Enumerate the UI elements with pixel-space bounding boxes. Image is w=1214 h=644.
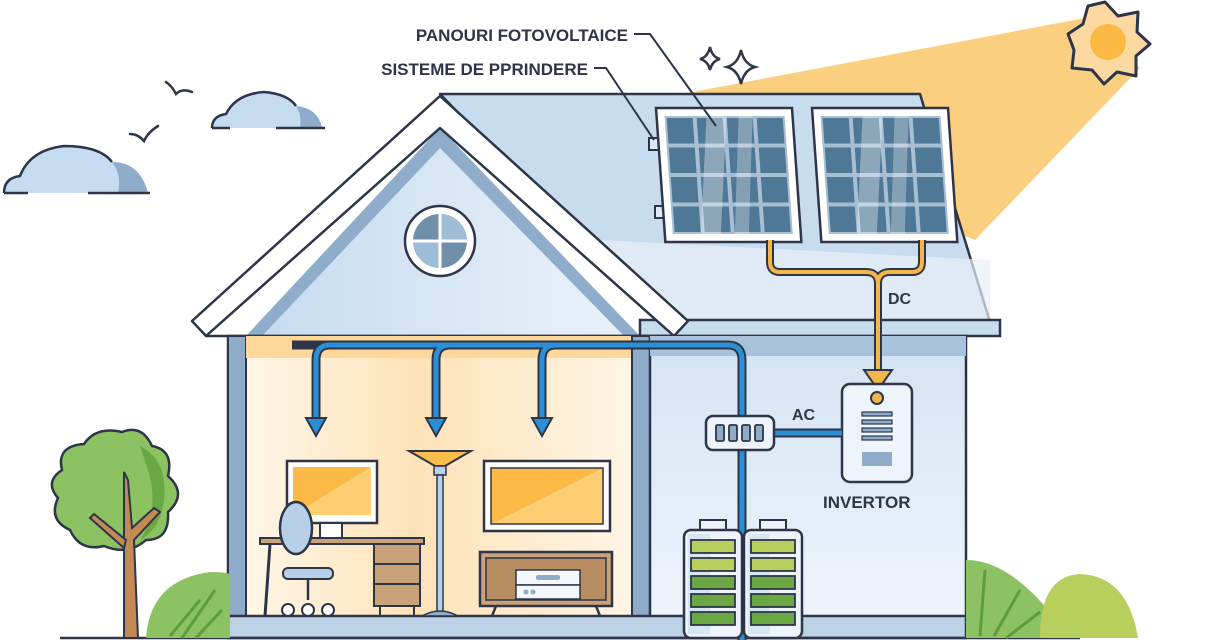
ac-arrow-icon — [304, 417, 328, 439]
battery-icon — [742, 519, 804, 640]
panel-cell — [760, 177, 789, 203]
ac-wiring — [292, 340, 842, 640]
panel-cell — [726, 118, 755, 144]
ac-arrow-icon — [424, 417, 448, 439]
battery-cell — [690, 593, 736, 608]
panel-cell — [672, 206, 701, 232]
mounting-systems-label: SISTEME DE PPRINDERE — [381, 60, 588, 79]
panel-cell — [858, 206, 887, 232]
panel-cell — [700, 177, 729, 203]
battery-cell — [750, 575, 796, 590]
batteries — [682, 519, 804, 640]
battery-cell — [690, 575, 736, 590]
ac-label: AC — [792, 407, 816, 424]
panel-cell — [670, 177, 699, 203]
round-window — [403, 204, 477, 278]
bird-icon — [164, 80, 194, 97]
breaker-switch — [741, 424, 751, 442]
wall-tv — [482, 459, 612, 533]
panel-cell — [728, 147, 757, 173]
panel-cell — [916, 177, 945, 203]
tree-icon — [50, 428, 180, 639]
breaker-switch — [715, 424, 725, 442]
panel-cell — [732, 206, 761, 232]
panel-cell — [758, 147, 787, 173]
office-chair — [278, 500, 335, 617]
cloud-icon — [210, 90, 325, 130]
dc-label: DC — [888, 291, 912, 308]
panel-cell — [698, 147, 727, 173]
gable-trim — [190, 94, 690, 338]
solar-panels — [654, 106, 959, 244]
panel-cell — [828, 206, 857, 232]
panel-cell — [884, 147, 913, 173]
dc-arrow-icon — [862, 369, 894, 392]
battery-cell — [750, 557, 796, 572]
panel-cell — [822, 118, 851, 144]
breaker-switch — [754, 424, 764, 442]
battery-cell — [690, 611, 736, 626]
floor-lamp — [405, 450, 475, 617]
distribution-box — [704, 414, 776, 452]
panel-cell — [756, 118, 785, 144]
cloud-icon — [2, 144, 150, 195]
desk — [259, 537, 425, 617]
solar-panel — [654, 106, 803, 244]
pv-panels-label: PANOURI FOTOVOLTAICE — [416, 26, 628, 45]
panel-cell — [912, 118, 941, 144]
tv-console — [478, 550, 614, 617]
panel-cell — [888, 206, 917, 232]
panel-cell — [824, 147, 853, 173]
panel-cell — [702, 206, 731, 232]
panel-cell — [914, 147, 943, 173]
bush-icon — [146, 572, 230, 640]
battery-cell — [750, 539, 796, 554]
panel-cell — [696, 118, 725, 144]
battery-icon — [682, 519, 744, 640]
panel-cell — [856, 177, 885, 203]
panel-cell — [918, 206, 947, 232]
mounting-leader — [594, 67, 655, 141]
panel-cell — [882, 118, 911, 144]
ac-arrow-icon — [530, 417, 554, 439]
solar-panel — [810, 106, 959, 244]
sun-icon — [1066, 0, 1152, 86]
battery-cell — [690, 539, 736, 554]
panel-cell — [668, 147, 697, 173]
panel-cell — [730, 177, 759, 203]
panel-cell — [762, 206, 791, 232]
panel-cell — [852, 118, 881, 144]
breaker-switch — [728, 424, 738, 442]
foundation — [226, 614, 968, 640]
inverter-label: INVERTOR — [823, 493, 911, 512]
panel-cell — [666, 118, 695, 144]
pv-panels-leader — [634, 33, 717, 127]
panel-cell — [826, 177, 855, 203]
battery-cell — [690, 557, 736, 572]
panel-cell — [854, 147, 883, 173]
bush-icon — [966, 560, 1138, 640]
roof-eave — [638, 318, 1002, 338]
panel-cell — [886, 177, 915, 203]
sparkle-icon — [699, 46, 721, 71]
bird-icon — [128, 124, 160, 144]
sparkle-icon — [722, 49, 760, 85]
battery-cell — [750, 611, 796, 626]
battery-cell — [750, 593, 796, 608]
inverter — [840, 382, 914, 484]
